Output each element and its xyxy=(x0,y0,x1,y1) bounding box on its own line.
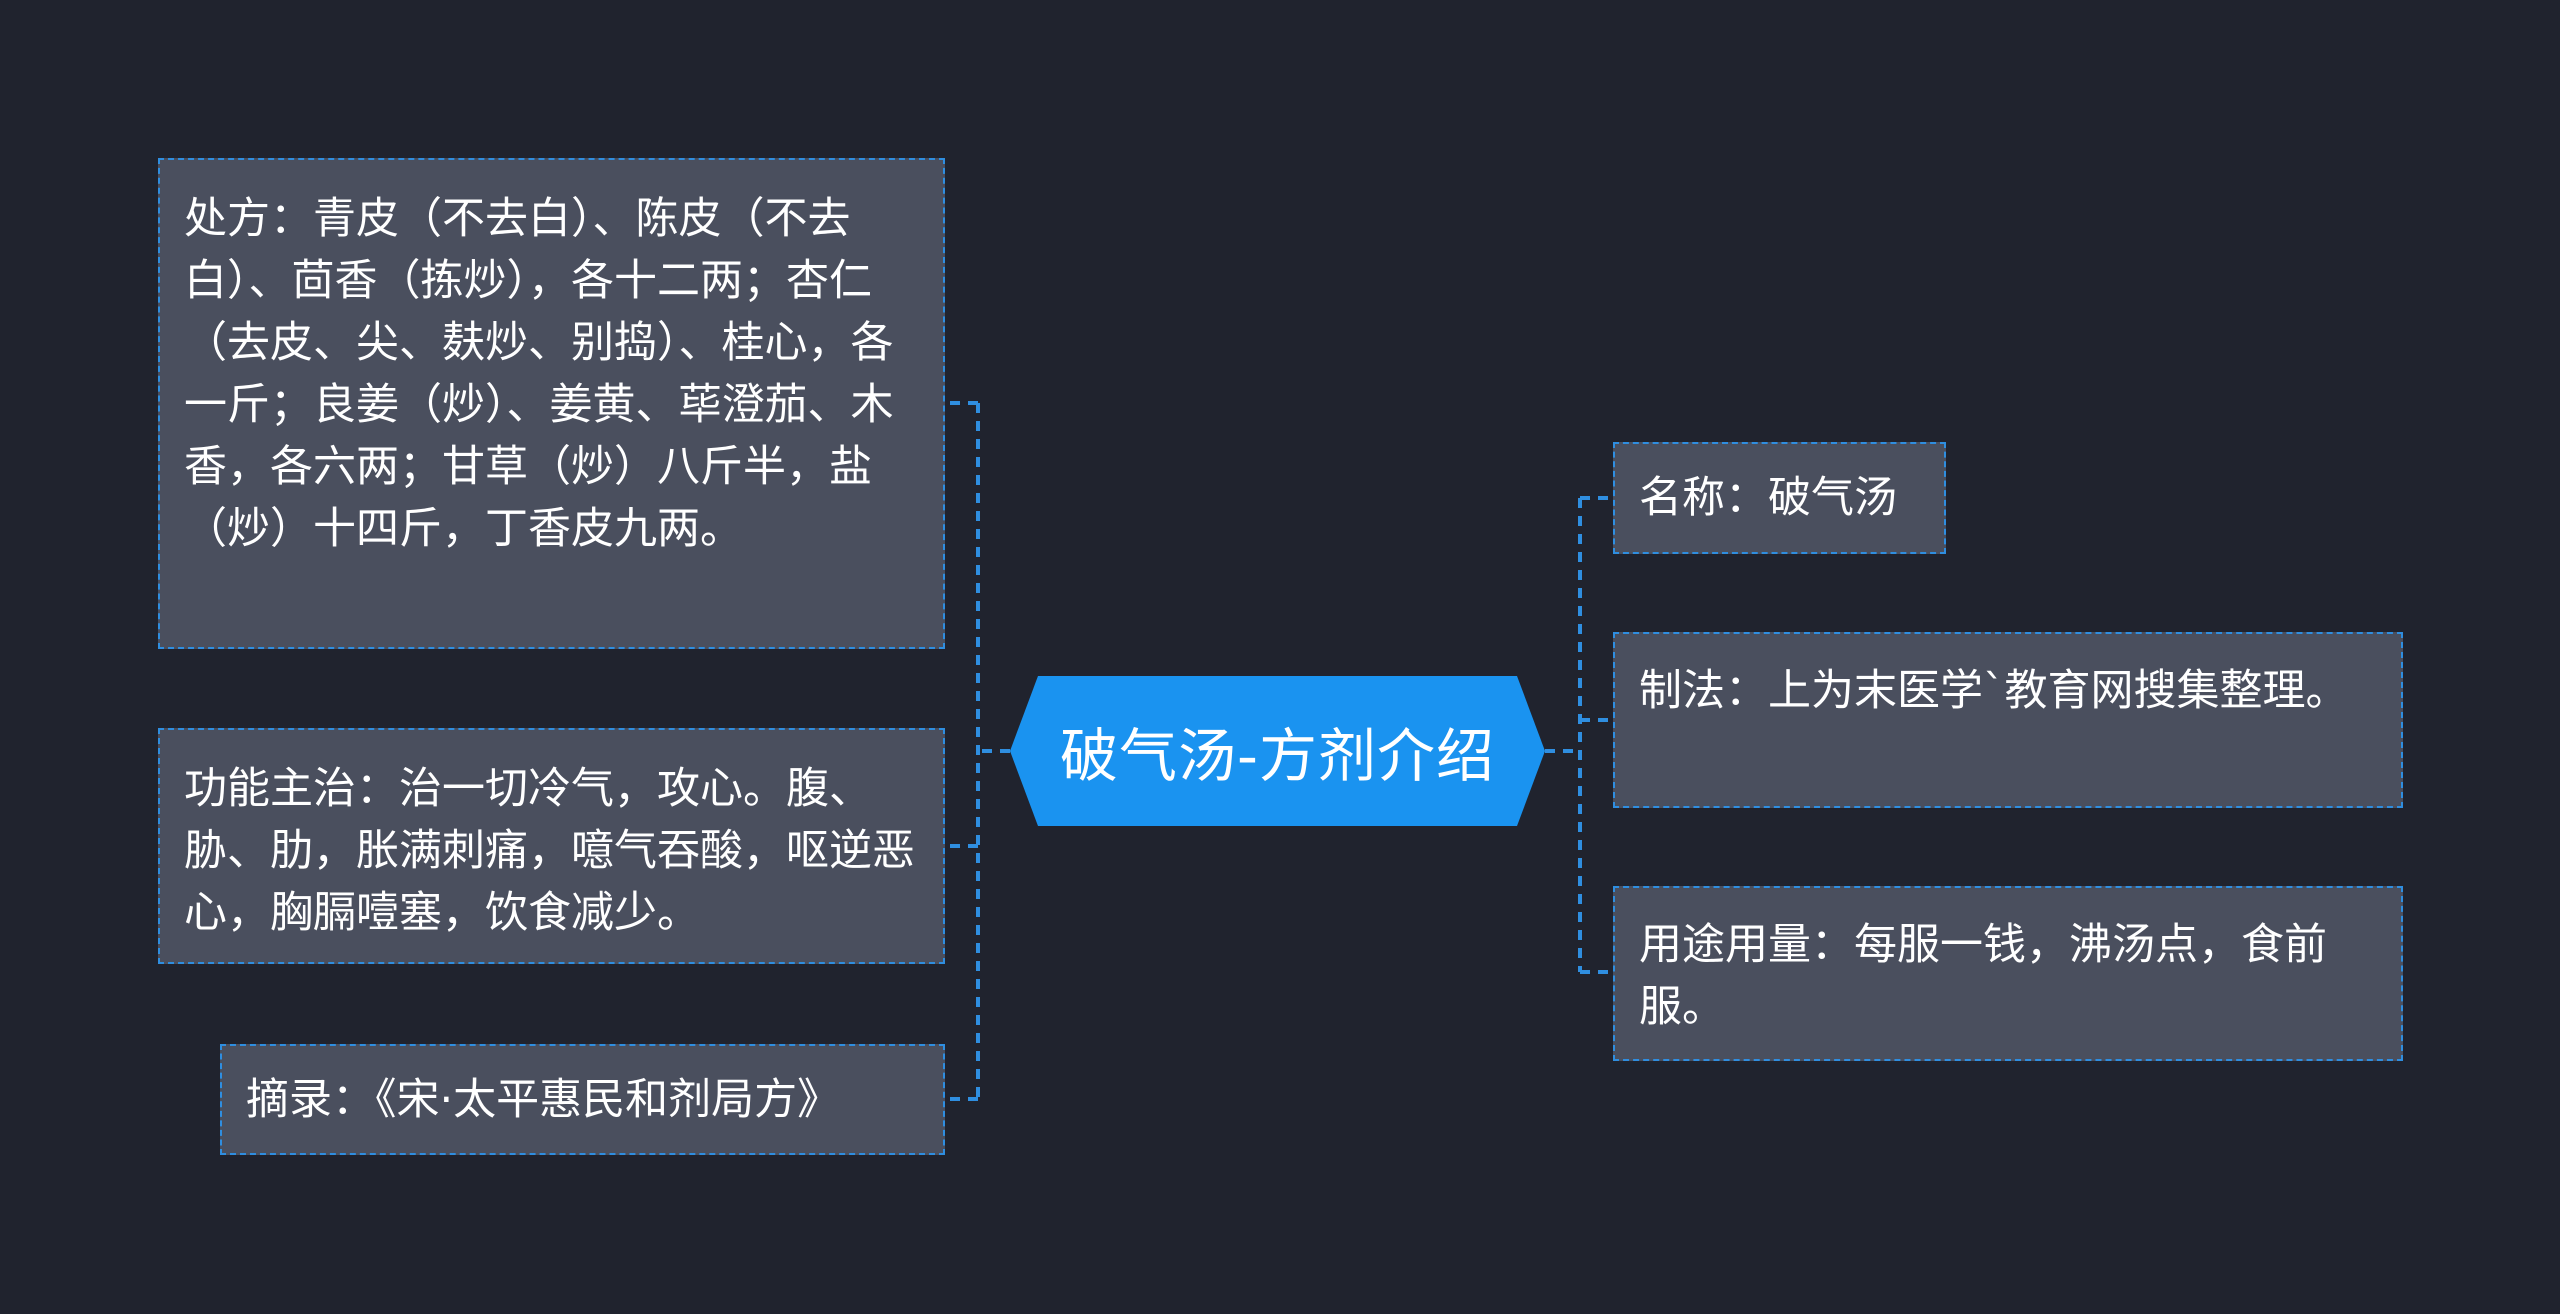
node-preparation-text: 制法：上为末医学`教育网搜集整理。 xyxy=(1639,666,2349,716)
node-prescription-text: 处方：青皮（不去白）、陈皮（不去白）、茴香（拣炒），各十二两；杏仁（去皮、尖、麸… xyxy=(184,194,894,554)
node-usage[interactable]: 用途用量：每服一钱，沸汤点，食前服。 xyxy=(1613,886,2403,1061)
node-source-text: 摘录：《宋·太平惠民和剂局方》 xyxy=(246,1074,841,1125)
center-topic[interactable]: 破气汤-方剂介绍 xyxy=(1010,676,1545,826)
node-prescription[interactable]: 处方：青皮（不去白）、陈皮（不去白）、茴香（拣炒），各十二两；杏仁（去皮、尖、麸… xyxy=(158,158,945,649)
node-name[interactable]: 名称：破气汤 xyxy=(1613,442,1946,554)
node-preparation[interactable]: 制法：上为末医学`教育网搜集整理。 xyxy=(1613,632,2403,808)
node-source[interactable]: 摘录：《宋·太平惠民和剂局方》 xyxy=(220,1044,945,1155)
center-topic-label: 破气汤-方剂介绍 xyxy=(1060,722,1495,790)
node-usage-text: 用途用量：每服一钱，沸汤点，食前服。 xyxy=(1639,920,2327,1032)
center-hexagon xyxy=(1010,676,1545,826)
node-function[interactable]: 功能主治：治一切冷气，攻心。腹、胁、肋，胀满刺痛，噫气吞酸，呕逆恶心，胸膈噎塞，… xyxy=(158,728,945,964)
node-name-text: 名称：破气汤 xyxy=(1639,473,1897,523)
node-function-text: 功能主治：治一切冷气，攻心。腹、胁、肋，胀满刺痛，噫气吞酸，呕逆恶心，胸膈噎塞，… xyxy=(184,764,915,938)
